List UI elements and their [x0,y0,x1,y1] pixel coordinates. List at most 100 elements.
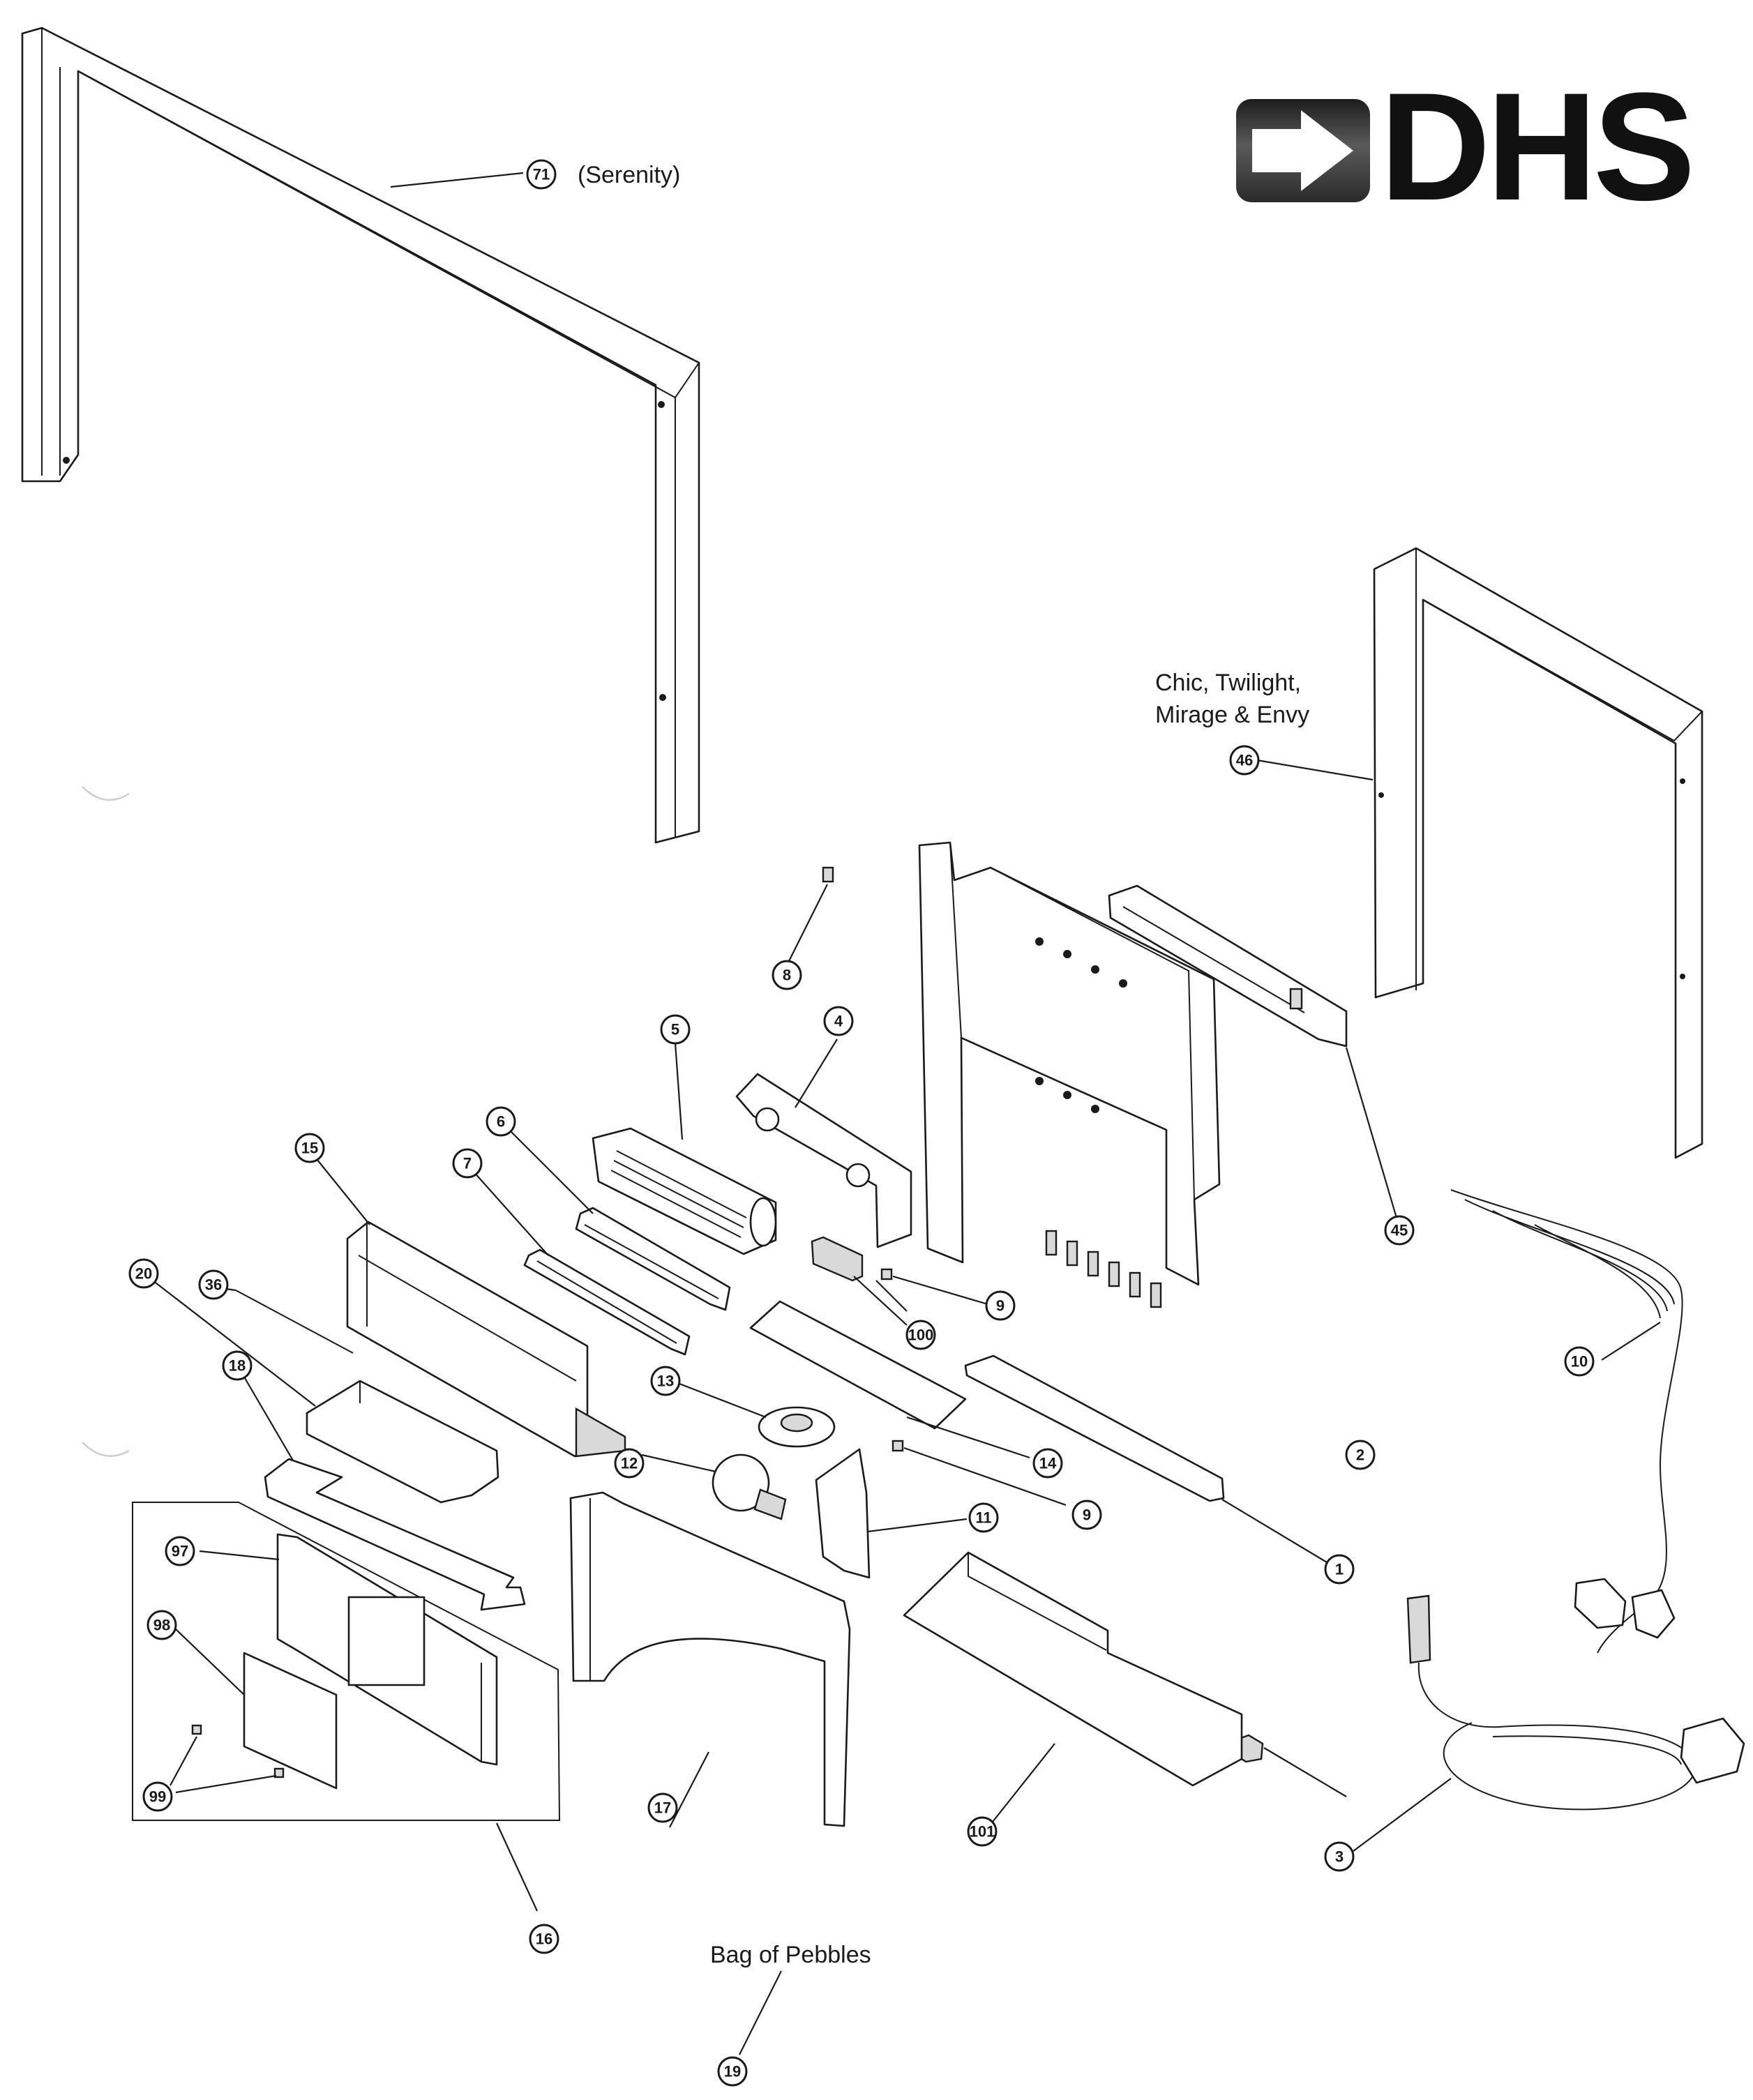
callout-number: 2 [1356,1446,1364,1464]
leader-10 [1601,1322,1661,1361]
callout-12: 12 [614,1448,645,1479]
leader-101 [984,1743,1055,1832]
callout-number: 45 [1391,1222,1408,1239]
callout-20: 20 [128,1258,159,1289]
callout-number: 6 [497,1113,505,1131]
callout-circle [985,1290,1016,1321]
part-12-bulb [712,1453,787,1520]
callout-circle [1324,1841,1355,1872]
leader-12 [641,1453,716,1473]
callout-1: 1 [1324,1554,1355,1585]
callout-circle [717,2056,748,2087]
callout-circle [1384,1215,1415,1246]
callout-number: 13 [657,1373,674,1390]
dhs-logo: DHS [1236,61,1696,232]
callout-number: 8 [783,967,791,984]
callout-101: 101 [967,1816,998,1847]
part-4-rear-panel [918,841,1221,1308]
part-20-front-tray [306,1380,499,1504]
callout-71: 71 [526,159,557,190]
callout-number: 99 [149,1788,166,1806]
leader-45 [1345,1047,1398,1218]
callout-36: 36 [198,1269,229,1300]
leader-71 [390,172,524,188]
leader-16 [496,1822,538,1912]
leader-17 [669,1751,709,1828]
callout-number: 19 [724,2063,741,2080]
leader-100 [875,1280,908,1312]
callout-circle [772,960,802,990]
callout-19: 19 [717,2056,748,2087]
callout-2: 2 [1345,1440,1376,1470]
part-11-bracket [815,1448,871,1579]
callout-18: 18 [222,1350,253,1381]
leader-9b [903,1446,1067,1506]
callout-9a: 9 [985,1290,1016,1321]
leader-1 [1221,1499,1327,1563]
leader-11 [867,1518,968,1533]
part-98-plate [243,1652,338,1790]
callout-11: 11 [968,1502,999,1533]
callout-number: 11 [975,1509,991,1527]
leader-15 [310,1151,370,1225]
callout-97: 97 [165,1536,195,1566]
callout-circle [529,1924,559,1954]
part-7-comb-strip [523,1248,691,1356]
part-8-screw [822,866,834,883]
callout-number: 100 [908,1327,934,1344]
callout-8: 8 [772,960,802,990]
callout-circle [1071,1500,1102,1530]
logo-text: DHS [1380,61,1692,232]
serenity-label: (Serenity) [578,162,680,188]
callout-98: 98 [146,1610,177,1640]
callout-number: 18 [229,1357,246,1375]
chic-label-line1: Chic, Twilight, [1155,670,1301,696]
arrow-icon [1252,110,1353,191]
callout-number: 4 [834,1013,843,1030]
callout-number: 10 [1571,1353,1588,1370]
callout-5: 5 [660,1014,691,1045]
callout-number: 14 [1039,1455,1057,1472]
leader-99a [170,1736,197,1786]
part-36-strip [235,1290,354,1354]
leader-99b [175,1774,277,1794]
part-97-panel [276,1533,498,1766]
callout-number: 97 [172,1543,188,1560]
punch-mark-upper [82,786,130,801]
part-17-side-panel [569,1491,851,1827]
part-5-fan-assembly [592,1127,777,1255]
callout-circle [650,1366,681,1396]
part-101-base-tray [903,1551,1243,1787]
part-18-bracket [264,1458,526,1611]
callout-number: 36 [205,1276,222,1294]
part-14-plate [749,1300,967,1430]
part-16-group-box [132,1502,561,1821]
callout-number: 16 [536,1931,552,1948]
callout-circle [1324,1554,1355,1585]
leader-20 [143,1273,316,1407]
callout-number: 5 [671,1021,679,1038]
part-99-screw-a [191,1724,202,1735]
callout-17: 17 [647,1792,678,1823]
callout-circle [165,1536,195,1566]
leader-9a [892,1275,988,1306]
callout-number: 20 [135,1265,152,1283]
chic-label-line2: Mirage & Envy [1155,702,1309,728]
part-6-heater-element [575,1207,731,1311]
leader-97 [199,1550,280,1561]
callout-14: 14 [1032,1448,1063,1479]
callout-circle [1032,1448,1063,1479]
callout-circle [486,1106,516,1137]
part-13-reflector [758,1406,836,1448]
callout-16: 16 [529,1924,559,1954]
leader-2 [1263,1747,1347,1797]
callout-circle [1564,1346,1595,1377]
callout-number: 15 [301,1140,318,1157]
leader-4 [795,1038,838,1108]
callout-circle [647,1792,678,1823]
callout-circle [142,1781,173,1812]
callout-13: 13 [650,1366,681,1396]
pebbles-label: Bag of Pebbles [710,1942,871,1968]
callout-6: 6 [486,1106,516,1137]
